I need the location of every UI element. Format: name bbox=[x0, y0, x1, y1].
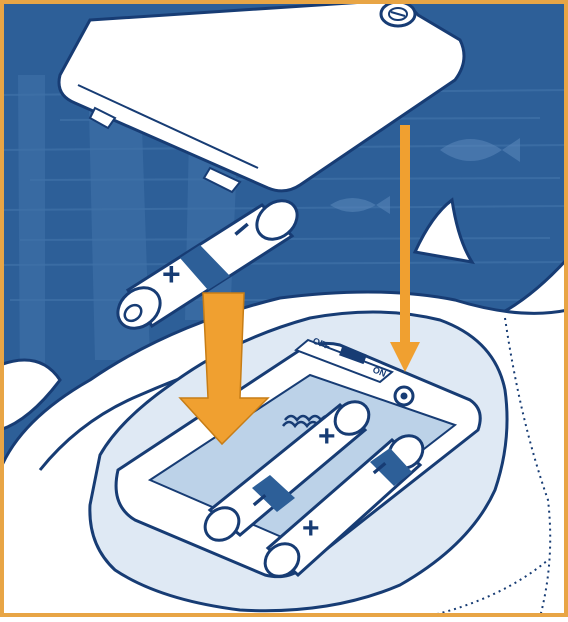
battery-right-plus: + bbox=[302, 512, 320, 545]
screw-hole bbox=[395, 387, 413, 405]
screw-icon bbox=[381, 2, 415, 26]
battery-left-plus: + bbox=[318, 420, 336, 453]
loose-battery-plus: + bbox=[162, 256, 181, 292]
